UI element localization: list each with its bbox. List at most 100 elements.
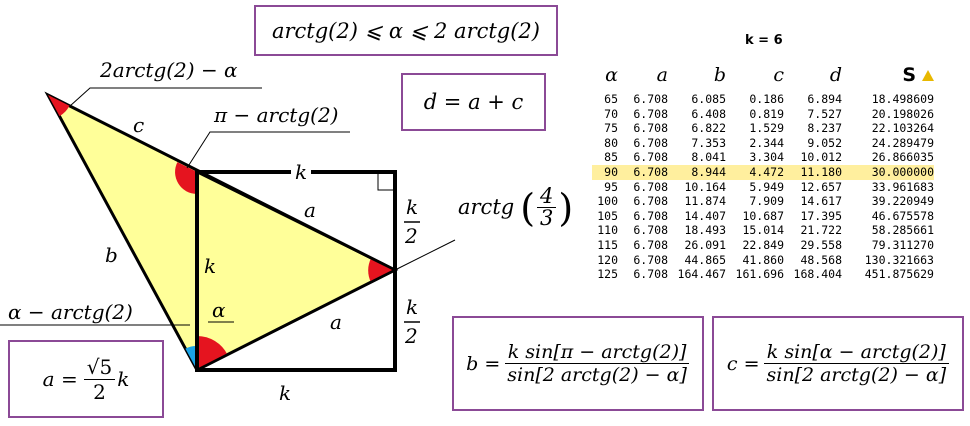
table-cell: 6.708 (633, 223, 668, 238)
table-cell: 4.472 (726, 164, 784, 180)
label-pi-angle: π − arctg(2) (214, 103, 339, 127)
table-cell: 8.237 (807, 121, 842, 136)
a-formula-box: a = √5 2 k (8, 340, 164, 418)
angle-right-vertex (368, 258, 395, 283)
b-lhs: b = (466, 352, 501, 375)
c-num: k sin[α − arctg(2)] (763, 341, 949, 364)
table-cell: 451.875629 (864, 267, 934, 282)
table-cell: 1.529 (749, 121, 784, 136)
table-cell: 11.180 (784, 164, 842, 180)
table-cell: 6.708 (633, 92, 668, 106)
table-cell: 115 (597, 237, 618, 252)
table-cell: 120 (597, 252, 618, 267)
table-cell: 24.289479 (871, 135, 934, 150)
a-suffix: k (117, 367, 130, 391)
table-cell: 30.000000 (842, 164, 934, 180)
table-cell: 11.874 (684, 194, 726, 209)
table-cell: 6.708 (633, 194, 668, 209)
c-formula-box: c = k sin[α − arctg(2)] sin[2 arctg(2) −… (712, 316, 964, 411)
leader-pi-angle (186, 131, 350, 169)
b-den: sin[2 arctg(2) − α] (507, 364, 687, 386)
angle-alpha (197, 335, 228, 370)
label-a-lower: a (330, 310, 342, 334)
table-cell: 6.822 (691, 121, 726, 136)
geometry-figure (0, 87, 456, 372)
table-header-row: α a b c d S (592, 64, 934, 92)
table-cell: 33.961683 (871, 179, 934, 194)
b-formula-box: b = k sin[π − arctg(2)] sin[2 arctg(2) −… (452, 316, 704, 411)
col-header-s: S (842, 64, 934, 92)
b-fraction: k sin[π − arctg(2)] sin[2 arctg(2) − α] (504, 341, 690, 386)
table-cell: 5.949 (749, 179, 784, 194)
table-cell: 6.708 (633, 252, 668, 267)
table-cell: 161.696 (735, 267, 784, 282)
table-cell: 10.687 (742, 208, 784, 223)
table-row: 95 6.708 10.164 5.949 12.657 33.961683 (592, 180, 934, 195)
label-alpha: α (212, 298, 226, 322)
label-top-angle: 2arctg(2) − α (100, 58, 238, 82)
label-half-k-den-upper: 2 (405, 224, 418, 248)
range-formula: arctg(2) ⩽ α ⩽ 2 arctg(2) (271, 18, 540, 43)
table-cell: 14.407 (684, 208, 726, 223)
table-cell: 46.675578 (871, 208, 934, 223)
table-cell: 164.467 (677, 267, 726, 282)
angle-blue-alpha-arctg (185, 345, 197, 370)
table-cell: 10.164 (684, 179, 726, 194)
table-cell: 8.041 (691, 150, 726, 165)
col-header-d: d (829, 64, 842, 86)
table-cell: 17.395 (800, 208, 842, 223)
a-lhs: a = (42, 367, 78, 391)
col-header-s-label: S (902, 64, 916, 86)
label-half-k-num-lower: k (406, 295, 419, 319)
table-cell: 6.708 (633, 106, 668, 121)
table-title: k = 6 (745, 33, 783, 48)
table-cell: 6.408 (691, 106, 726, 121)
d-formula: d = a + c (423, 90, 524, 114)
table-cell: 0.186 (749, 92, 784, 106)
table-cell: 48.568 (800, 252, 842, 267)
angle-top-vertex (48, 95, 70, 117)
table-cell: 65 (604, 92, 618, 106)
leader-top-angle (69, 87, 262, 107)
a-num: √5 (83, 355, 116, 380)
label-alpha-minus-arctg: α − arctg(2) (8, 300, 133, 324)
table-cell: 6.894 (807, 92, 842, 106)
label-k-bottom: k (279, 381, 292, 405)
c-den: sin[2 arctg(2) − α] (766, 364, 947, 386)
table-cell: 14.617 (800, 194, 842, 209)
edge-a-upper (196, 170, 396, 272)
table-cell: 6.708 (618, 164, 668, 180)
table-cell: 10.012 (800, 150, 842, 165)
outer-triangle (44, 91, 399, 372)
table-cell: 15.014 (742, 223, 784, 238)
col-header-b: b (713, 64, 726, 86)
table-cell: 95 (604, 179, 618, 194)
label-arctg-4-3: arctg ( 4 3 ) (458, 184, 574, 230)
arctg-num: 4 (537, 186, 557, 208)
col-header-a: a (656, 64, 668, 86)
table-cell: 6.085 (691, 92, 726, 106)
warning-triangle-icon (922, 70, 934, 81)
table-cell: 85 (604, 150, 618, 165)
a-den: 2 (93, 379, 106, 404)
table-cell: 3.304 (749, 150, 784, 165)
arctg-prefix: arctg (458, 195, 515, 219)
table-cell: 6.708 (633, 179, 668, 194)
table-cell: 79.311270 (871, 237, 934, 252)
table-cell: 80 (604, 135, 618, 150)
label-b: b (105, 243, 118, 267)
edge-a-lower (196, 268, 396, 372)
table-cell: 12.657 (800, 179, 842, 194)
table-cell: 70 (604, 106, 618, 121)
col-header-c: c (773, 64, 784, 86)
